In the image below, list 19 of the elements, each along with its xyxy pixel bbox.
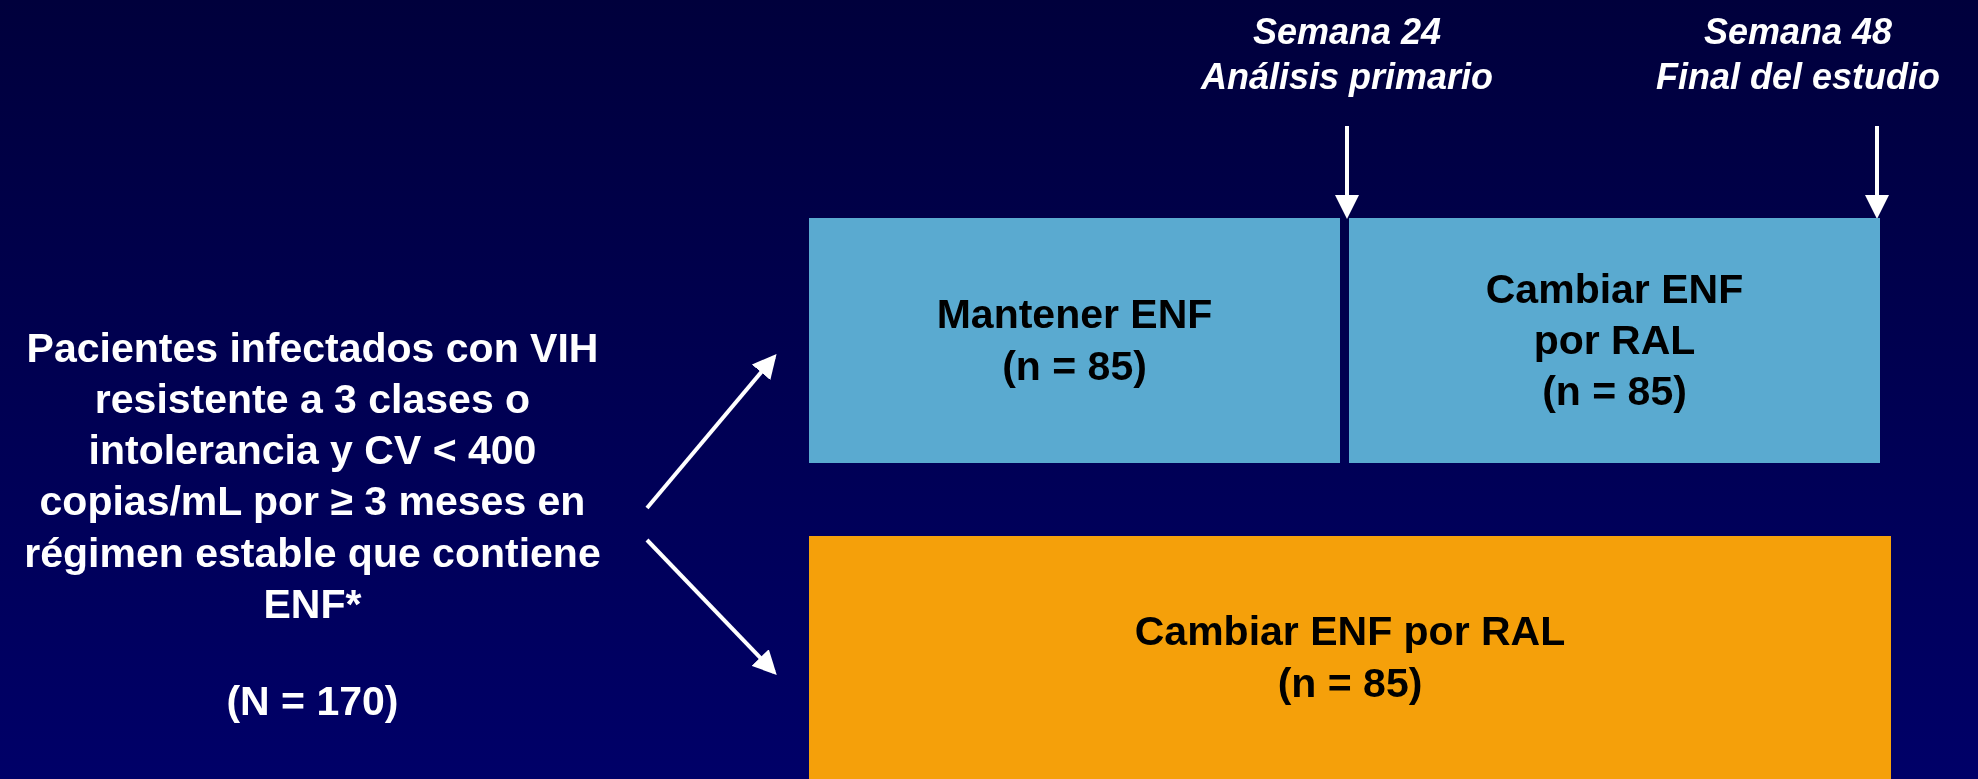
arrow bbox=[1335, 126, 1359, 219]
week-label: Semana 24 bbox=[1252, 10, 1442, 54]
count-text: (n = 85) bbox=[1002, 341, 1147, 391]
arm-title: Mantener ENF bbox=[936, 290, 1213, 340]
treatment-arm-box bbox=[1349, 218, 1880, 463]
arrow bbox=[645, 353, 777, 510]
milestone-label: Final del estudio bbox=[1656, 55, 1940, 99]
treatment-arm-box bbox=[809, 536, 1891, 779]
treatment-arm-box bbox=[809, 218, 1340, 463]
count-text: (N = 170) bbox=[226, 677, 399, 727]
count-text: (n = 85) bbox=[1277, 658, 1423, 708]
arm-title: Cambiar ENF por RAL bbox=[1484, 264, 1745, 365]
milestone-label: Análisis primario bbox=[1200, 55, 1494, 99]
arrow bbox=[1865, 126, 1889, 219]
count-text: (n = 85) bbox=[1542, 367, 1687, 417]
arm-title: Cambiar ENF por RAL bbox=[1134, 607, 1566, 657]
week-label: Semana 48 bbox=[1703, 10, 1893, 54]
arrow bbox=[645, 538, 777, 675]
description-text: Pacientes infectados con VIH resistente a 3 clases o intolerancia y CV < 400 copias/mL por ≥ 3 meses en régimen estable que contiene ENF* bbox=[23, 323, 602, 629]
